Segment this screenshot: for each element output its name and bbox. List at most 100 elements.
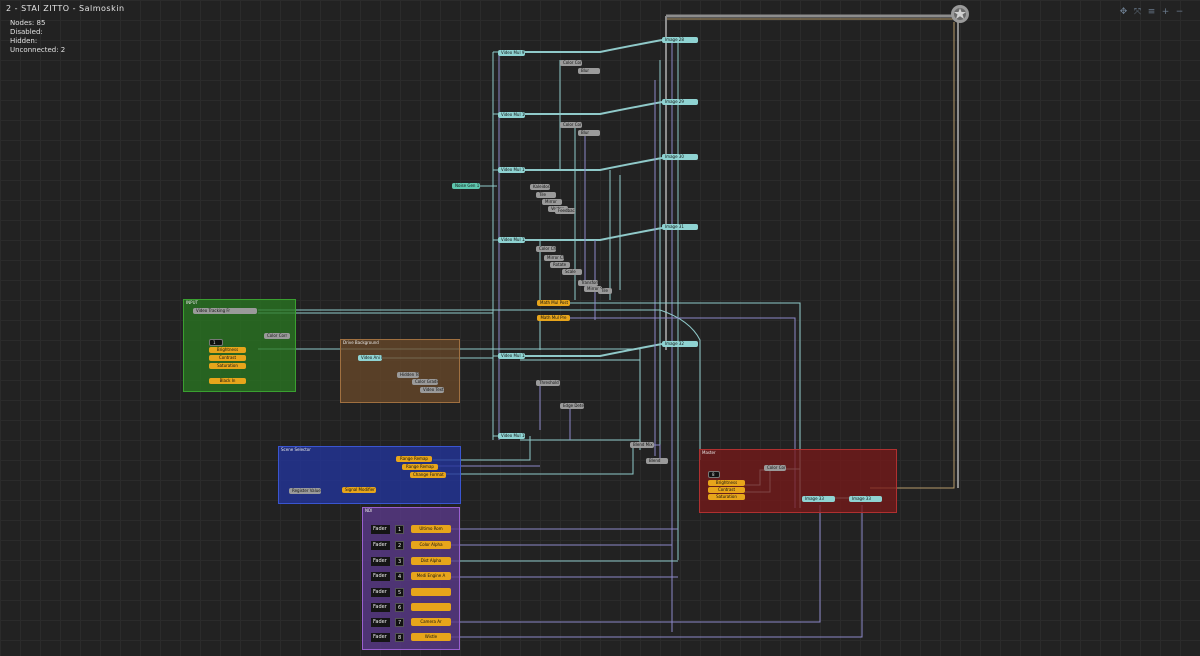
settings-gear-icon[interactable] — [950, 4, 970, 24]
image-node-5[interactable]: Image 32 — [662, 341, 698, 347]
input-group[interactable]: INPUT — [183, 299, 296, 392]
mirror-change-node[interactable]: Mirror Ch2 — [584, 286, 602, 292]
nodes-count: Nodes: 85 — [10, 19, 46, 27]
list-icon[interactable]: ≡ — [1147, 7, 1156, 17]
scale-node[interactable]: Scale — [562, 269, 582, 275]
input-number-field[interactable]: 1 — [209, 339, 223, 346]
group-label: Scene Selector — [281, 447, 311, 452]
fader-label: Fader — [371, 603, 390, 612]
fader-bar[interactable]: Camera Ar — [411, 618, 451, 626]
blur-node[interactable]: Blur — [578, 130, 600, 136]
mirror-node[interactable]: Mirror — [542, 199, 562, 205]
video-mul-node-3[interactable]: Video Mul 11 — [498, 167, 525, 173]
change-format-node[interactable]: Change Format — [410, 472, 446, 478]
zoom-in-icon[interactable]: + — [1161, 7, 1170, 17]
fader-label: Fader — [371, 618, 390, 627]
hidden-tex-node[interactable]: Hidden Tex — [397, 372, 419, 378]
fader-label: Fader — [371, 588, 390, 597]
color-change-node[interactable]: Color Ch — [536, 246, 556, 252]
rotate-node[interactable]: Rotate — [550, 262, 570, 268]
master-number-field[interactable]: 8 — [708, 471, 720, 478]
fader-label: Fader — [371, 525, 390, 534]
range-remap-node-1[interactable]: Range Remap — [396, 456, 432, 462]
color-correction-node[interactable]: Color Cor — [560, 60, 582, 66]
image-node-4[interactable]: Image 31 — [662, 224, 698, 230]
fader-bar[interactable]: Ultimo Rom — [411, 525, 451, 533]
transform-node[interactable]: Transform — [578, 280, 598, 286]
fader-label: Fader — [371, 572, 390, 581]
fader-bar[interactable]: Color Alpha — [411, 541, 451, 549]
threshold-node[interactable]: Threshold — [536, 380, 560, 386]
group-label: Drive Background — [343, 340, 379, 345]
master-contrast-param[interactable]: Contrast — [708, 487, 745, 493]
video-text-node[interactable]: Video Text — [420, 387, 444, 393]
fader-number[interactable]: 2 — [395, 541, 404, 550]
math-mul-pre-node[interactable]: Math Mul Pre — [537, 315, 570, 321]
tile-node[interactable]: Tile — [536, 192, 556, 198]
fader-bar[interactable]: Wistle — [411, 633, 451, 641]
video-mul-node-4[interactable]: Video Mul 12 — [498, 237, 525, 243]
feedback-node[interactable]: Feedback — [555, 208, 575, 214]
image-node-1[interactable]: Image 28 — [662, 37, 698, 43]
video-node[interactable]: Video Ani F1 — [358, 355, 382, 361]
video-mul-node-5[interactable]: Video Mul 13 — [498, 353, 525, 359]
drive-background-group[interactable]: Drive Background — [340, 339, 460, 403]
blend-node[interactable]: Blend — [646, 458, 668, 464]
image-node-2[interactable]: Image 29 — [662, 99, 698, 105]
disabled-count: Disabled: — [10, 28, 43, 36]
kaleidoscope-node[interactable]: Kaleidos — [530, 184, 550, 190]
master-color-correction-node[interactable]: Color Cor — [764, 465, 786, 471]
fader-number[interactable]: 7 — [395, 618, 404, 627]
contrast-param[interactable]: Contrast — [209, 355, 246, 361]
image-node-3[interactable]: Image 30 — [662, 154, 698, 160]
signal-modifier-node[interactable]: Signal Modifier — [342, 487, 376, 493]
brightness-param[interactable]: Brightness — [209, 347, 246, 353]
master-saturation-param[interactable]: Saturation — [708, 494, 745, 500]
blur-node[interactable]: Blur — [578, 68, 600, 74]
mirror-change-node[interactable]: Mirror Ch — [544, 255, 564, 261]
video-mul-node-2[interactable]: Video Mul 10 — [498, 112, 525, 118]
black-in-param[interactable]: Black In — [209, 378, 246, 384]
fit-view-icon[interactable]: ⤧ — [1133, 7, 1142, 17]
zoom-out-icon[interactable]: − — [1175, 7, 1184, 17]
fader-bar[interactable]: Medi Engine A — [411, 572, 451, 580]
video-input-node[interactable]: Video Tracking Fr — [193, 308, 257, 314]
hidden-count: Hidden: — [10, 37, 38, 45]
graph-stats: Nodes: 85 Disabled: Hidden: Unconnected:… — [10, 19, 65, 55]
canvas-toolbar: ✥ ⤧ ≡ + − — [1119, 8, 1184, 17]
tile-node[interactable]: Tile — [598, 288, 612, 294]
color-correction-node[interactable]: Color Cor — [560, 122, 582, 128]
math-mul-post-node[interactable]: Math Mul Post — [537, 300, 570, 306]
fader-number[interactable]: 6 — [395, 603, 404, 612]
fader-label: Fader — [371, 633, 390, 642]
saturation-param[interactable]: Saturation — [209, 363, 246, 369]
noise-generator-node[interactable]: Noise Gen 1 — [452, 183, 480, 189]
fader-label: Fader — [371, 557, 390, 566]
blend-mix-node[interactable]: Blend Mix — [630, 442, 654, 448]
group-label: NDI — [365, 508, 373, 513]
video-mul-node-1[interactable]: Video Mul 9 — [498, 50, 525, 56]
register-value-node[interactable]: Register Value — [289, 488, 321, 494]
fader-bar[interactable] — [411, 588, 451, 596]
fader-number[interactable]: 8 — [395, 633, 404, 642]
fader-bar[interactable] — [411, 603, 451, 611]
edge-detect-node[interactable]: Edge Detect — [560, 403, 584, 409]
fader-number[interactable]: 5 — [395, 588, 404, 597]
video-mul-node-6[interactable]: Video Mul 14 — [498, 433, 525, 439]
fader-number[interactable]: 3 — [395, 557, 404, 566]
fader-number[interactable]: 4 — [395, 572, 404, 581]
color-correction-node[interactable]: Color Corr — [264, 333, 290, 339]
move-icon[interactable]: ✥ — [1119, 7, 1128, 17]
window-title: 2 - STAI ZITTO - Salmoskin — [6, 4, 125, 13]
range-remap-node-2[interactable]: Range Remap — [402, 464, 438, 470]
master-image-node-1[interactable]: Image 33 — [802, 496, 835, 502]
master-brightness-param[interactable]: Brightness — [708, 480, 745, 486]
fader-bar[interactable]: Dist Alpha — [411, 557, 451, 565]
color-gradient-node[interactable]: Color Gradie — [412, 379, 438, 385]
fader-number[interactable]: 1 — [395, 525, 404, 534]
group-label: Master — [702, 450, 716, 455]
fader-label: Fader — [371, 541, 390, 550]
master-image-node-2[interactable]: Image 33 — [849, 496, 882, 502]
